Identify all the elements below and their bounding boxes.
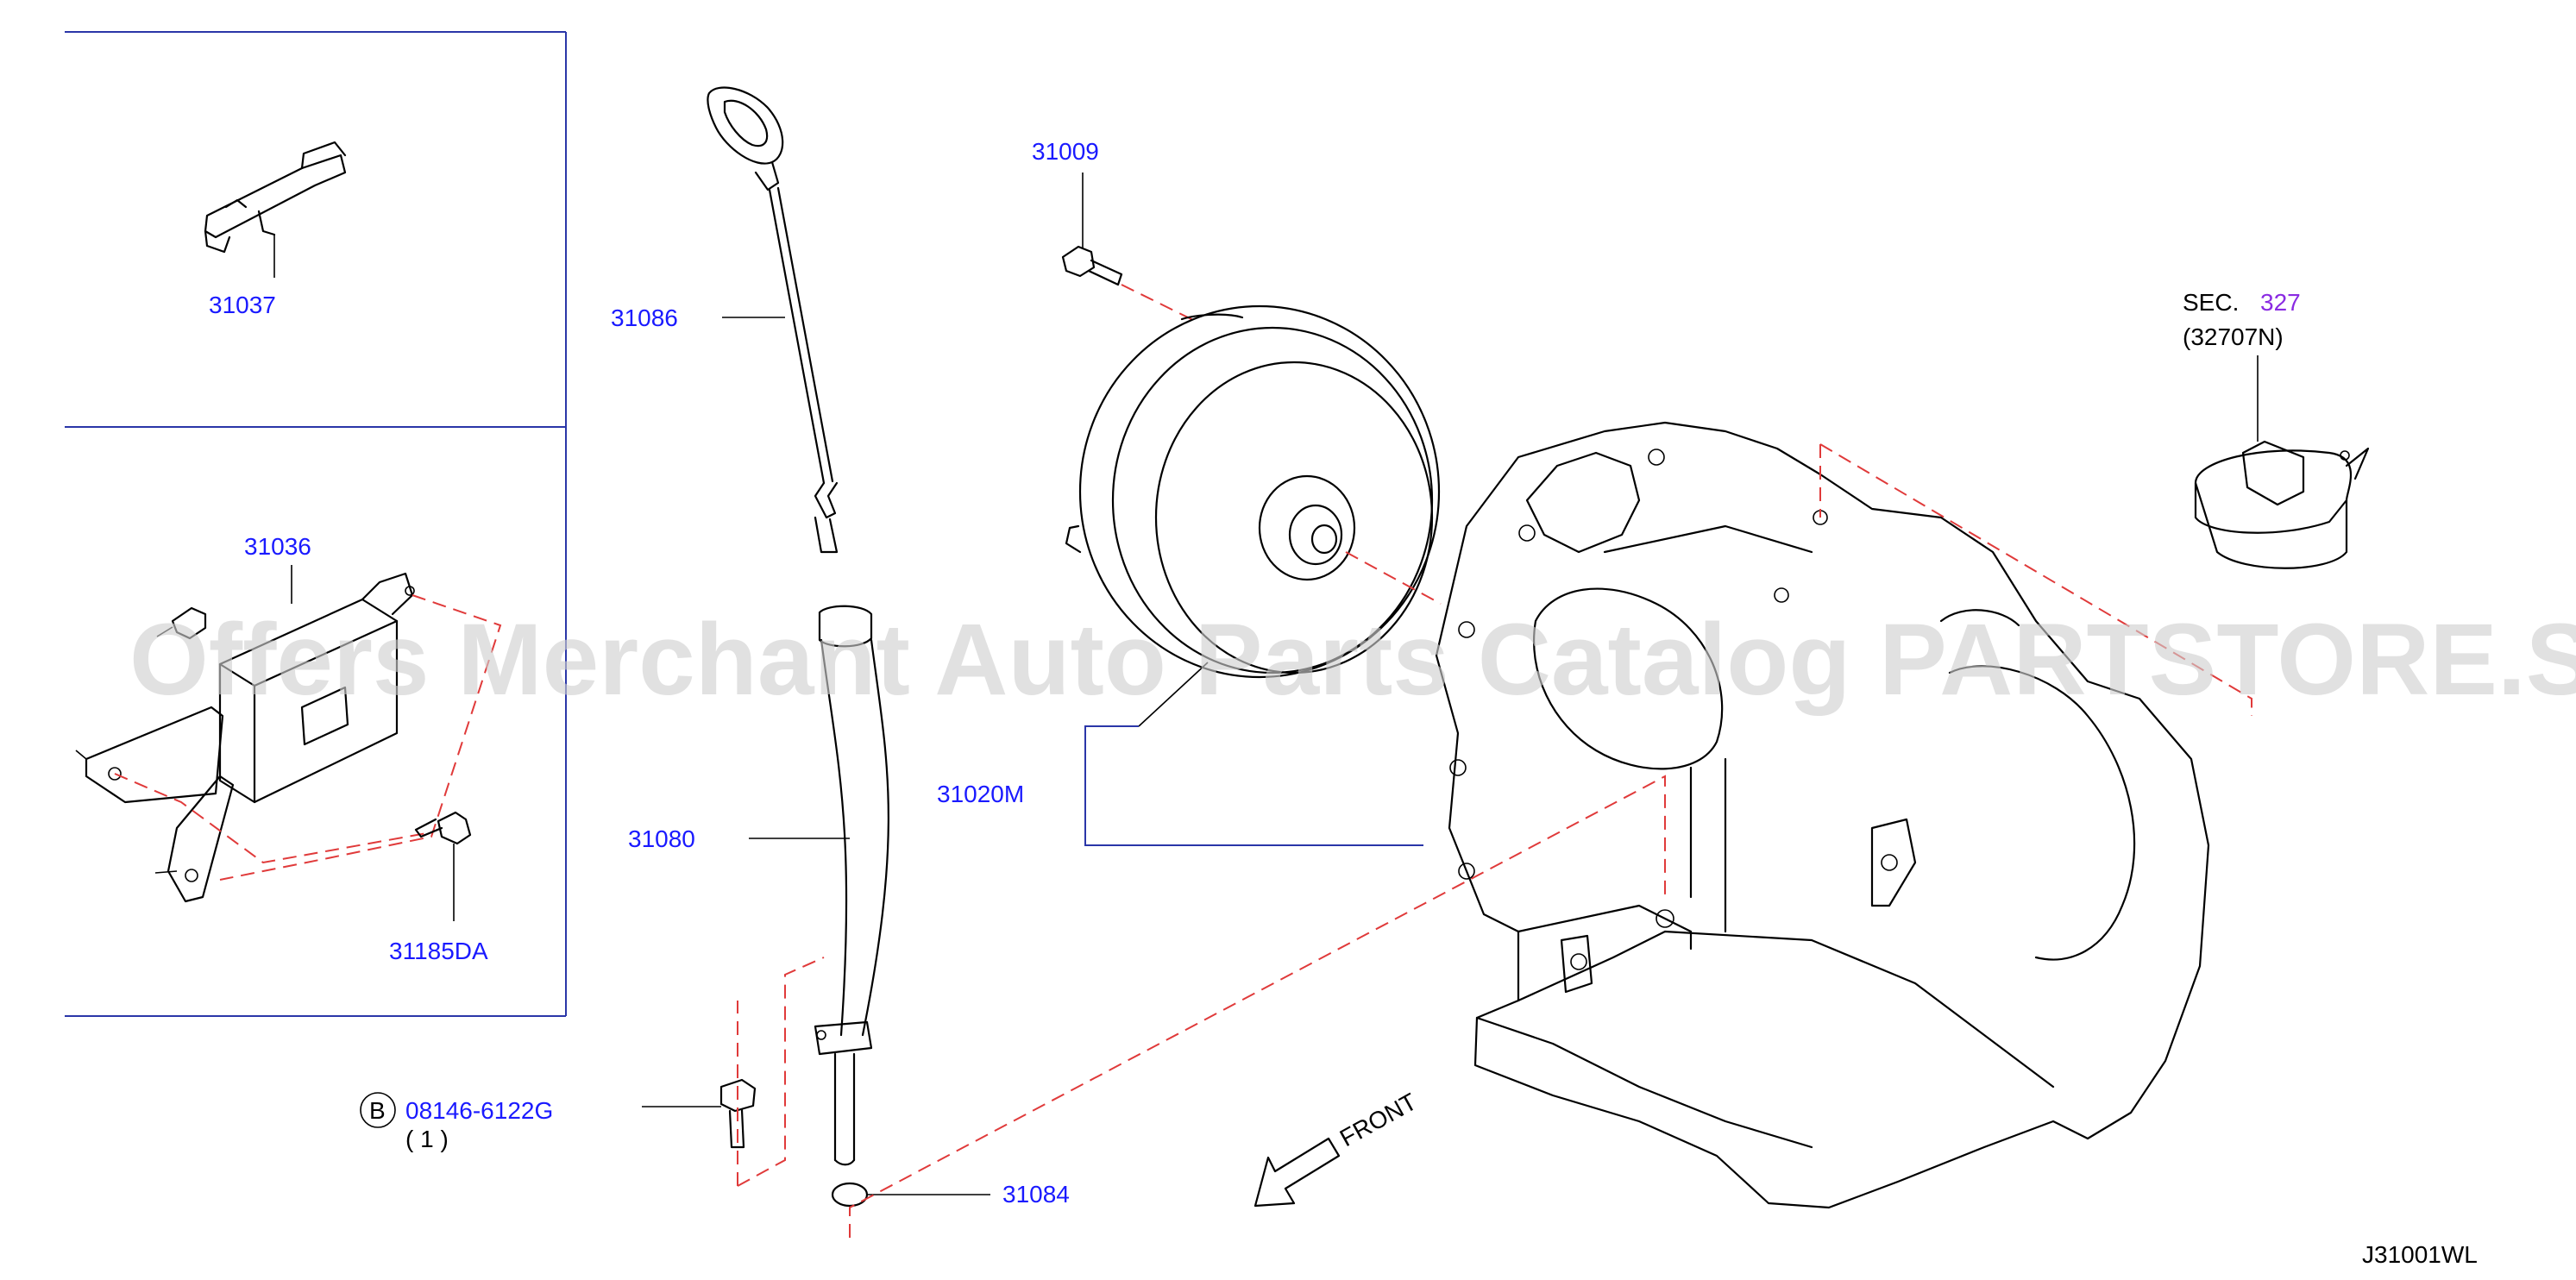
part-31037-sensor[interactable] — [204, 141, 347, 278]
front-arrow — [1253, 1137, 1341, 1208]
part-31009-bolt[interactable] — [1061, 173, 1123, 286]
sec-part-number: (32707N) — [2183, 323, 2284, 350]
part-31185da-bolt[interactable] — [414, 811, 472, 921]
label-08146-6122g[interactable]: 08146-6122G — [405, 1097, 553, 1124]
watermark: Offers Merchant Auto Parts Catalog PARTS… — [129, 603, 2576, 717]
diagram-code: J31001WL — [2362, 1241, 2478, 1268]
label-31086[interactable]: 31086 — [611, 304, 678, 331]
label-31036[interactable]: 31036 — [244, 533, 311, 560]
sec-prefix: SEC. — [2183, 289, 2239, 316]
label-31185da[interactable]: 31185DA — [389, 938, 488, 964]
label-31084[interactable]: 31084 — [1002, 1181, 1070, 1208]
label-31020m[interactable]: 31020M — [937, 781, 1024, 807]
part-31020m-torque-converter[interactable] — [1065, 304, 1441, 846]
part-08146-bolt[interactable] — [642, 1078, 757, 1149]
label-31080[interactable]: 31080 — [628, 825, 695, 852]
sec-number-link[interactable]: 327 — [2260, 289, 2301, 316]
b-marker-circle — [360, 1092, 396, 1128]
part-31084-o-ring[interactable] — [831, 1182, 990, 1208]
transmission-case — [1435, 421, 2210, 1209]
b-marker: B — [369, 1097, 386, 1124]
part-31080-charging-pipe[interactable] — [749, 605, 889, 1166]
front-label: FRONT — [1335, 1088, 1421, 1151]
part-sec-327-sensor[interactable] — [2194, 355, 2370, 569]
left-frames — [65, 31, 567, 1017]
part-31036-control-unit[interactable] — [75, 565, 415, 903]
label-31009[interactable]: 31009 — [1032, 138, 1099, 165]
label-qty: ( 1 ) — [405, 1126, 449, 1152]
part-31086-dipstick[interactable] — [707, 86, 839, 554]
label-31037[interactable]: 31037 — [209, 292, 276, 318]
